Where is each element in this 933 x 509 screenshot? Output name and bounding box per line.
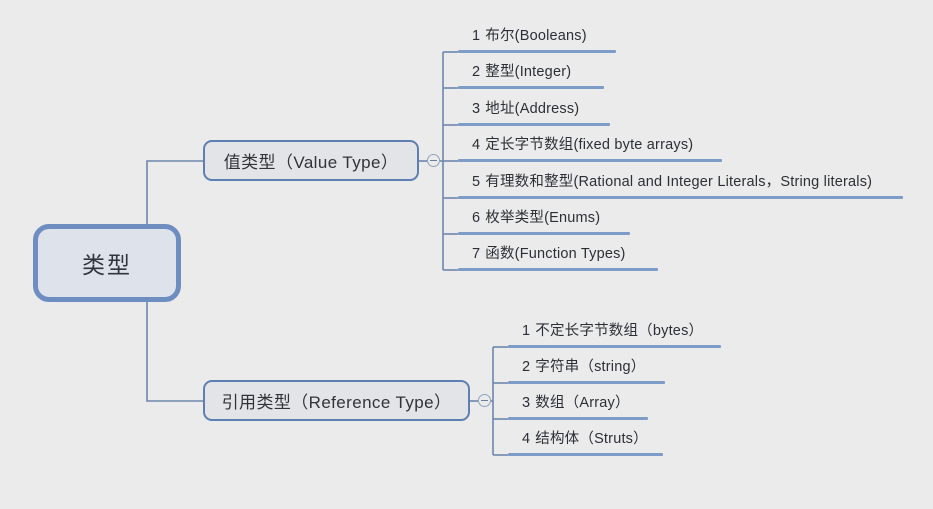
collapse-minus-icon-reference-type[interactable]	[478, 394, 491, 407]
leaf-item-index: 4	[522, 431, 531, 447]
collapse-minus-icon-value-type[interactable]	[427, 154, 440, 167]
leaf-item-index: 3	[472, 101, 481, 117]
leaf-item-underline	[458, 50, 616, 53]
leaf-item-index: 6	[472, 210, 481, 226]
leaf-item-text: 地址(Address)	[485, 101, 580, 117]
leaf-item-underline	[458, 232, 630, 235]
root-node-label: 类型	[82, 252, 132, 278]
leaf-item-text: 字符串（string）	[535, 359, 646, 375]
leaf-item-underline	[508, 417, 648, 420]
root-node[interactable]: 类型	[33, 224, 181, 302]
leaf-item-underline	[508, 345, 721, 348]
leaf-item-text: 枚举类型(Enums)	[485, 210, 601, 226]
leaf-item-text: 定长字节数组(fixed byte arrays)	[485, 137, 694, 153]
leaf-item-text: 数组（Array）	[535, 395, 630, 411]
leaf-item-underline	[458, 123, 610, 126]
branch-node-reference-type-label: 引用类型（Reference Type）	[221, 393, 452, 412]
leaf-item-underline	[458, 86, 604, 89]
leaf-item-text: 结构体（Struts）	[535, 431, 648, 447]
leaf-item-index: 4	[472, 137, 481, 153]
leaf-item-text: 函数(Function Types)	[485, 246, 626, 262]
branch-node-value-type[interactable]: 值类型（Value Type）	[203, 140, 419, 181]
leaf-item-text: 整型(Integer)	[485, 64, 572, 80]
leaf-item-index: 5	[472, 174, 481, 190]
branch-node-value-type-label: 值类型（Value Type）	[223, 153, 399, 172]
leaf-item-index: 2	[522, 359, 531, 375]
branch-node-reference-type[interactable]: 引用类型（Reference Type）	[203, 380, 470, 421]
leaf-item-underline	[458, 268, 658, 271]
leaf-item-index: 3	[522, 395, 531, 411]
leaf-item-index: 1	[522, 323, 531, 339]
leaf-item-text: 不定长字节数组（bytes）	[535, 323, 704, 339]
leaf-item-text: 有理数和整型(Rational and Integer Literals，Str…	[485, 174, 873, 190]
leaf-item-underline	[508, 381, 665, 384]
leaf-item-index: 1	[472, 28, 481, 44]
leaf-item-underline	[458, 159, 722, 162]
leaf-item-text: 布尔(Booleans)	[485, 28, 587, 44]
leaf-item-index: 7	[472, 246, 481, 262]
leaf-item-underline	[508, 453, 663, 456]
leaf-item-index: 2	[472, 64, 481, 80]
leaf-item-underline	[458, 196, 903, 199]
